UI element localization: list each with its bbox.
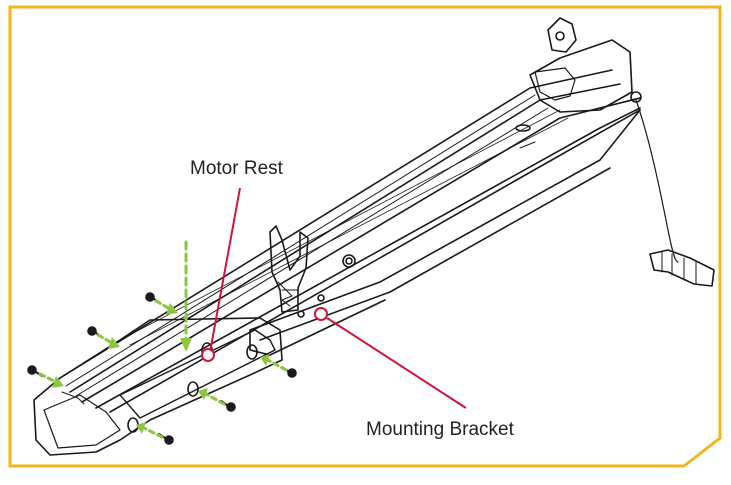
arrow [154,299,178,315]
motor-rest-fork [269,225,309,313]
callout-leader-line [209,187,241,353]
callout-marker [314,307,328,321]
callout-marker [201,348,215,362]
mount-assembly [27,17,715,456]
motor-rest-label: Motor Rest [190,158,284,179]
callout-motor-rest: Motor Rest [190,158,284,362]
cover-plate [119,329,276,419]
arrow [260,354,288,372]
frame-border [8,5,722,468]
callout-leader-line [326,317,467,409]
pull-cord [635,99,679,263]
arrow [180,240,192,352]
mounting-bracket-label: Mounting Bracket [366,419,515,440]
arrow [96,333,120,349]
arrow [198,388,226,406]
pull-handle [649,249,715,287]
arrow [38,372,64,388]
clamp-knob [547,17,577,53]
arrow [136,422,164,439]
assembly-arrows [38,240,288,439]
callout-mounting-bracket: Mounting Bracket [314,307,515,440]
base-foot [33,317,283,456]
